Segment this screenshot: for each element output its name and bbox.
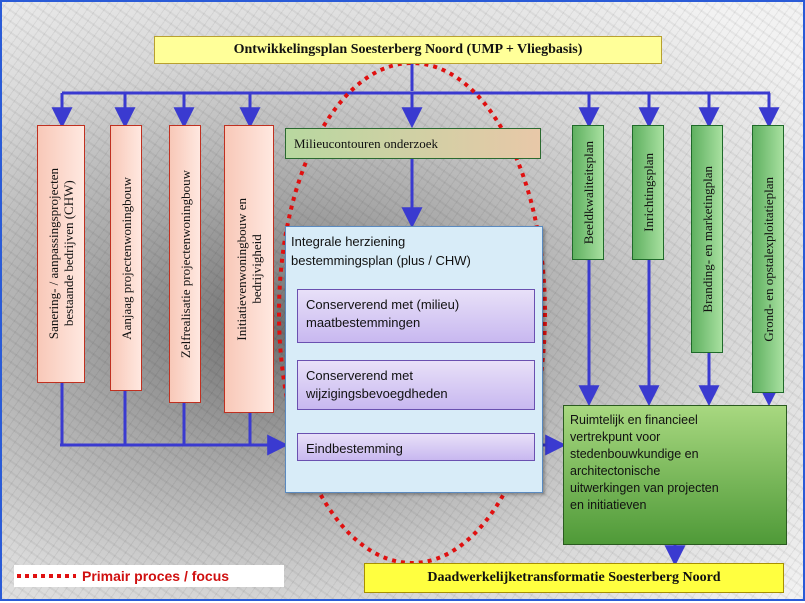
right-plan-label: Grond- en opstalexploitatieplan xyxy=(760,176,776,342)
legend-label: Primair proces / focus xyxy=(82,568,230,584)
integrale-herziening-title: Integrale herziening bestemmingsplan (pl… xyxy=(291,234,471,268)
left-plan-aanjaag: Aanjaag projectenwoningbouw xyxy=(110,125,142,391)
result-box: Daadwerkelijketransformatie Soesterberg … xyxy=(364,563,784,593)
left-plan-label: Sanering- / aanpassingsprojecten bestaan… xyxy=(46,168,76,340)
milieucontouren-box: Milieucontouren onderzoek xyxy=(285,128,541,159)
left-plan-sanering: Sanering- / aanpassingsprojecten bestaan… xyxy=(37,125,85,383)
legend: Primair proces / focus xyxy=(14,565,284,587)
right-plan-inrichting: Inrichtingsplan xyxy=(632,125,664,260)
right-plan-label: Branding- en marketingplan xyxy=(699,165,715,313)
eindbestemming-box: Eindbestemming xyxy=(297,433,535,461)
left-plan-zelfrealisatie: Zelfrealisatie projectenwoningbouw xyxy=(169,125,201,403)
left-plan-label: Zelfrealisatie projectenwoningbouw xyxy=(177,169,193,359)
right-plan-label: Beeldkwaliteitsplan xyxy=(580,140,596,245)
right-plan-grond: Grond- en opstalexploitatieplan xyxy=(752,125,784,393)
left-plan-initiatieven: Initiatievenwoningbouw en bedrijvigheid xyxy=(224,125,274,413)
legend-dotted-line-icon xyxy=(17,574,76,578)
left-plan-label: Initiatievenwoningbouw en bedrijvigheid xyxy=(234,197,264,341)
ruimtelijk-vertrekpunt-box: Ruimtelijk en financieel vertrekpunt voo… xyxy=(563,405,787,545)
right-plan-label: Inrichtingsplan xyxy=(640,153,656,232)
right-plan-beeldkwaliteit: Beeldkwaliteitsplan xyxy=(572,125,604,260)
right-plan-branding: Branding- en marketingplan xyxy=(691,125,723,353)
plan-title: Ontwikkelingsplan Soesterberg Noord (UMP… xyxy=(154,36,662,64)
left-plan-label: Aanjaag projectenwoningbouw xyxy=(118,176,134,340)
conserverend-milieu-box: Conserverend met (milieu) maatbestemming… xyxy=(297,289,535,343)
conserverend-wijziging-box: Conserverend met wijzigingsbevoegdheden xyxy=(297,360,535,410)
